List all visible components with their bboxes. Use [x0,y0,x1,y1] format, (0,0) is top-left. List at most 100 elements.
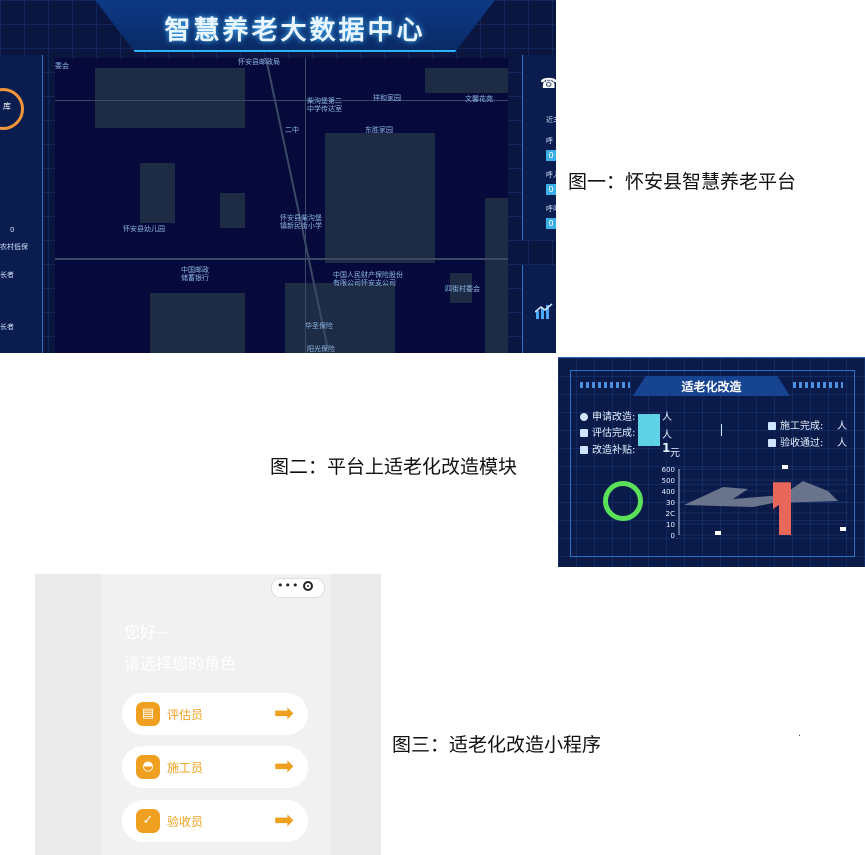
caption-figure-1: 图一：怀安县智慧养老平台 [568,171,797,193]
arrow-right-icon: ➡ [273,806,294,834]
accept-row: 验收通过: [768,434,823,449]
map-label: 中国人民财产保险股份 有限公司怀安支公司 [333,271,403,287]
module-title: 适老化改造 [681,380,742,394]
construct-row: 施工完成: [768,417,823,432]
accept-unit: 人 [837,438,847,449]
apply-label: 申请改造: [592,412,636,423]
right-label: 呼 [546,137,553,145]
figure-3-mini-program: ••• 您好~ 请选择您的角色 ▤ 评估员 ➡ ◓ 施工员 ➡ ✓ 验收员 ➡ [35,574,381,855]
role-button-builder[interactable]: ◓ 施工员 ➡ [122,746,308,788]
right-value: 0 [546,218,556,229]
map-label: 四街村委会 [445,285,480,293]
caption-figure-3: 图三：适老化改造小程序 [392,734,602,756]
role-prompt: 请选择您的角色 [124,654,237,673]
assess-bar [638,414,660,446]
bar [773,482,791,535]
decor-stripes [580,382,630,388]
construct-unit: 人 [837,421,847,432]
subsidy-value: 1 [662,441,671,455]
apply-row: 申请改造: [580,408,635,423]
bar-chart-icon [534,303,553,319]
progress-ring [603,481,643,521]
map-road [55,100,508,101]
assess-row: 评估完成: [580,424,635,439]
role-button-assessor[interactable]: ▤ 评估员 ➡ [122,693,308,735]
map-label: 中国邮政 储蓄银行 [181,266,209,282]
map-block [95,68,245,128]
map-block [425,68,508,93]
right-label: 呼入 [546,171,556,179]
map-block [140,163,175,223]
construct-label: 施工完成: [780,421,824,432]
divider [721,424,722,436]
left-label: 农村低保 [0,243,28,251]
module-frame [570,370,855,557]
worker-icon: ◓ [136,755,160,779]
greeting-text: 您好~ [124,623,170,642]
y-tick-label: 500 [662,477,675,485]
map-label: 文馨花苑 [465,95,493,103]
map-label: 怀安县柴沟堡 镇新民街小学 [280,214,322,230]
map-label: 东胜家园 [365,126,393,134]
map-road [305,58,306,353]
map-label: 委会 [55,62,69,70]
map-block [485,198,508,353]
figure-2-aging-module: 适老化改造 申请改造: 评估完成: 改造补贴: 人 人 1 元 施工完成: 验收… [558,357,865,567]
module-title-bar [633,376,790,396]
map-block [285,283,395,353]
map-label: 怀安县邮政局 [238,58,280,66]
y-tick-label: 600 [662,466,675,474]
y-tick-label: 10 [666,521,675,529]
role-label: 验收员 [167,815,204,829]
bar-marker [840,527,846,531]
apply-unit: 人 [662,412,672,423]
map-block [450,273,472,303]
header-banner [95,0,495,52]
map-label: 祥和家园 [373,94,401,102]
user-check-icon: ✓ [136,809,160,833]
y-tick-label: 0 [671,532,675,540]
hourglass-icon [580,429,588,437]
series-shape [684,481,838,507]
subsidy-unit: 元 [670,448,680,459]
map-label: 二中 [285,126,299,134]
role-label: 评估员 [167,708,204,722]
role-button-inspector[interactable]: ✓ 验收员 ➡ [122,800,308,842]
subsidy-label: 改造补贴: [592,445,636,456]
map-block [220,193,245,228]
ring-label: 库 [3,102,11,111]
map-block [150,293,245,353]
map-label: 柴沟堡第二 中学传达室 [307,97,342,113]
arrow-right-icon: ➡ [273,752,294,780]
map-road [55,258,508,260]
money-icon [580,446,588,454]
dashboard-title: 智慧养老大数据中心 [164,16,426,46]
accept-label: 验收通过: [780,438,824,449]
more-dots-icon[interactable]: ••• [277,579,300,592]
left-label: 长者 [0,323,14,331]
clipboard-icon: ▤ [136,702,160,726]
stray-dot: . [798,728,802,739]
map-block [325,133,435,263]
map-label: 华圣保险 [305,322,333,330]
role-label: 施工员 [167,761,204,775]
bar-marker [715,531,721,535]
right-value: 0 [546,184,556,195]
close-circle-icon[interactable] [303,581,313,591]
document-icon [768,439,776,447]
right-label: 呼叫 [546,205,556,213]
left-value: 0 [10,226,15,234]
y-tick-label: 30 [666,499,675,507]
right-value: 0 [546,150,556,161]
figure-1-dashboard: 智慧养老大数据中心 库 0 农村低保 长者 长者 委会 怀安县邮政局 柴沟堡第二… [0,0,556,353]
assess-label: 评估完成: [592,428,636,439]
arrow-right-icon: ➡ [273,699,294,727]
subsidy-row: 改造补贴: [580,441,635,456]
caption-figure-2: 图二：平台上适老化改造模块 [270,456,518,478]
map-view[interactable]: 委会 怀安县邮政局 柴沟堡第二 中学传达室 祥和家园 文馨花苑 二中 东胜家园 … [55,58,508,353]
map-label: 怀安县幼儿园 [123,225,165,233]
right-label: 近3 [546,116,556,124]
assess-unit: 人 [662,430,672,441]
bar-marker [782,465,788,469]
